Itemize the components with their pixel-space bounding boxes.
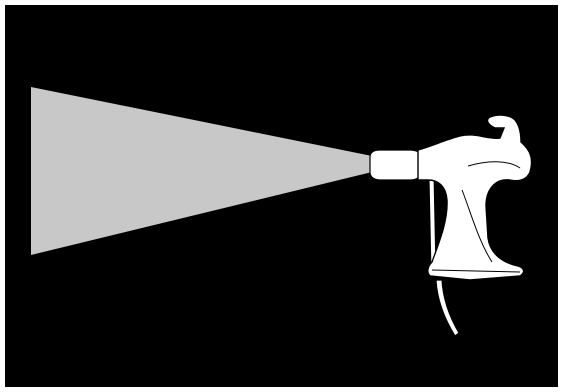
spray-cone	[31, 87, 372, 255]
grip-base-line	[431, 269, 521, 273]
spray-nozzle	[369, 149, 422, 181]
gun-body-contour	[467, 161, 521, 169]
hose	[435, 279, 460, 337]
gun-body	[417, 114, 533, 281]
handle-contour	[461, 189, 493, 263]
